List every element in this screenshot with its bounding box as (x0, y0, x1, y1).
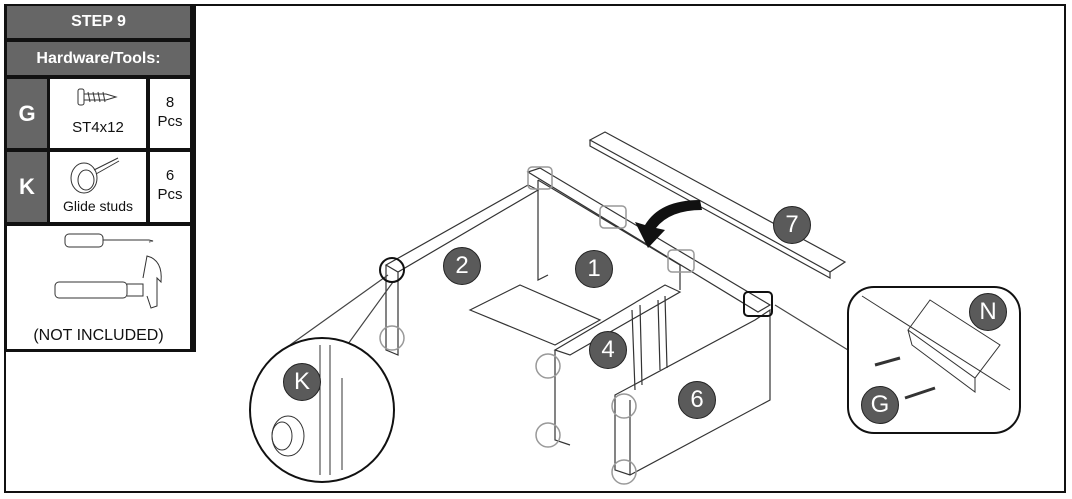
marker-n (743, 291, 773, 317)
hardware-letter: G (7, 79, 47, 148)
hardware-heading: Hardware/Tools: (7, 42, 190, 75)
part-label-6: 6 (678, 381, 716, 419)
panel-6 (614, 308, 771, 476)
hardware-item: ST4x12 (50, 79, 146, 148)
hardware-panel: STEP 9 Hardware/Tools: G ST4x12 8 Pcs K (4, 4, 196, 352)
step-title: STEP 9 (7, 6, 190, 38)
screwdriver-icon (64, 233, 154, 248)
detail-label-g: G (861, 386, 899, 424)
tools-illustration (54, 233, 162, 309)
part-label-4: 4 (589, 331, 627, 369)
quantity-value: 6 (165, 167, 175, 184)
marker (535, 422, 561, 448)
panel-1 (537, 179, 681, 290)
hammer-icon (54, 255, 162, 309)
tools-box: (NOT INCLUDED) (7, 226, 190, 349)
part-label-1: 1 (575, 250, 613, 288)
marker (535, 353, 561, 379)
detail-label-k: K (283, 363, 321, 401)
glide-stud-icon (70, 157, 120, 194)
quantity-unit: Pcs (157, 113, 183, 130)
hardware-quantity: 8 Pcs (150, 79, 190, 148)
marker (611, 393, 637, 419)
marker (379, 325, 405, 351)
quantity-value: 8 (165, 94, 175, 111)
insert-arrow-icon (635, 200, 702, 248)
marker-k (379, 257, 405, 283)
marker (667, 249, 695, 273)
tools-note: (NOT INCLUDED) (33, 327, 164, 344)
panel-7 (588, 131, 847, 280)
hardware-item: Glide studs (50, 152, 146, 222)
hardware-quantity: 6 Pcs (150, 152, 190, 222)
top-rail (526, 167, 772, 313)
panel-4 (553, 284, 682, 446)
hardware-name: Glide studs (62, 198, 134, 214)
drawer-slides (631, 295, 668, 391)
part-label-7: 7 (773, 206, 811, 244)
glide-detail (249, 337, 395, 483)
screw-icon (77, 88, 118, 106)
quantity-unit: Pcs (157, 186, 183, 203)
marker (611, 459, 637, 485)
detail-label-n: N (969, 293, 1007, 331)
bottom-shelf (468, 284, 602, 346)
marker (599, 205, 627, 229)
marker (527, 166, 553, 190)
panel-2 (384, 184, 540, 356)
hardware-letter: K (7, 152, 47, 222)
part-label-2: 2 (443, 247, 481, 285)
hardware-name: ST4x12 (72, 119, 124, 136)
